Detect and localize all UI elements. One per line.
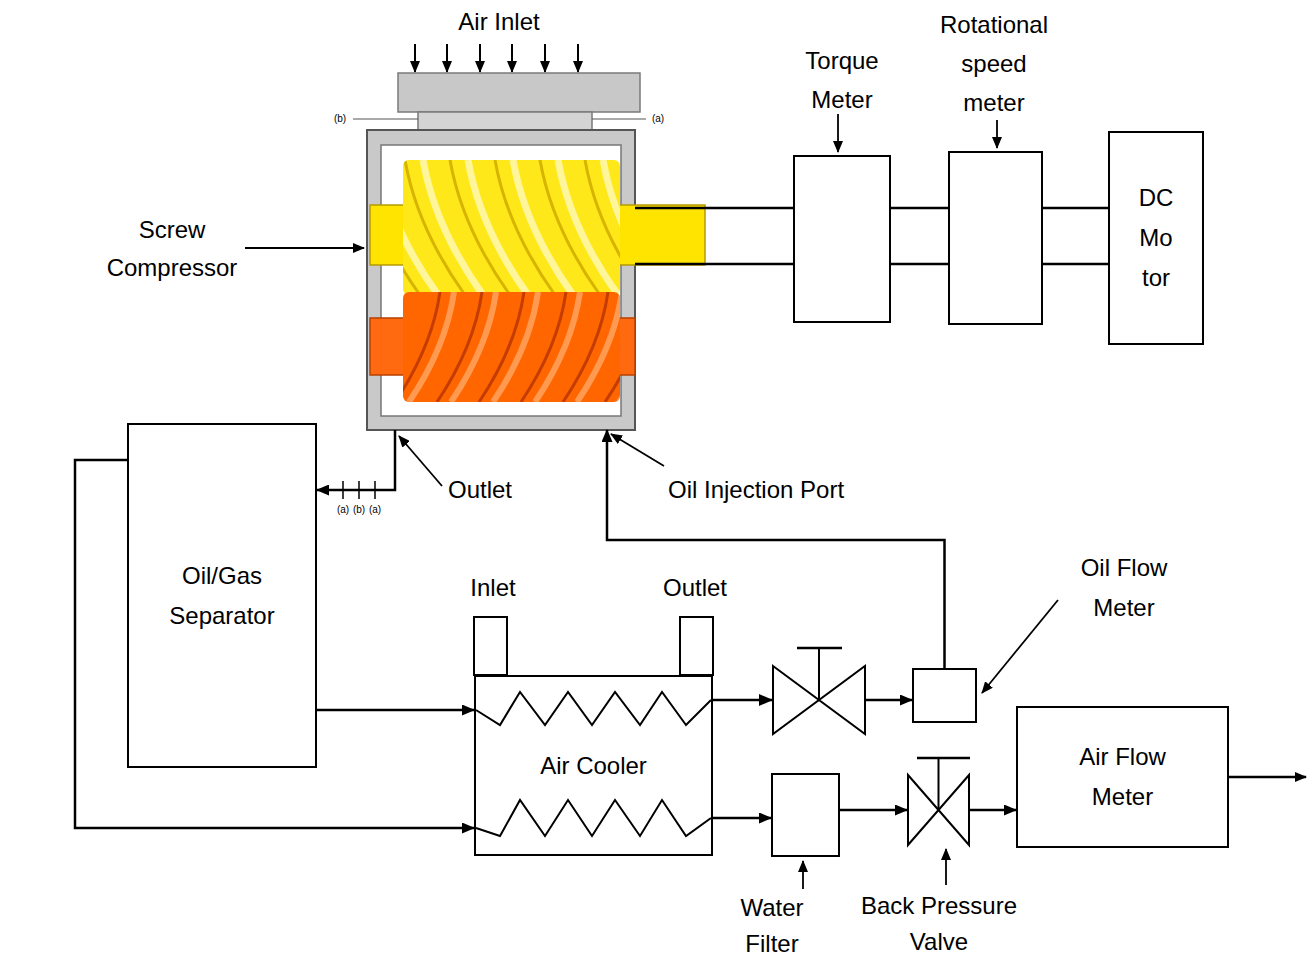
cooling-coil xyxy=(476,692,711,725)
cooler-port xyxy=(680,617,713,675)
port-label: Inlet xyxy=(443,570,543,606)
section-line xyxy=(353,119,418,120)
inlet-label: Air Inlet xyxy=(429,4,569,40)
connector-line xyxy=(317,430,395,490)
flow-line xyxy=(317,710,474,711)
meter-box: Torque Meter xyxy=(793,155,891,323)
connector-line xyxy=(713,817,771,820)
arrow-head xyxy=(759,694,773,706)
connector-line xyxy=(317,709,474,712)
connector-line xyxy=(635,263,793,266)
rotor-shaft xyxy=(612,205,705,265)
filter-box: Water Filter xyxy=(771,773,840,857)
box-label: DC Mo tor xyxy=(1139,178,1174,298)
leader-lines xyxy=(245,114,1058,889)
section-mark: (a) xyxy=(365,503,385,517)
flow-line xyxy=(840,810,907,811)
meter-box: Oil Flow Meter xyxy=(912,668,977,723)
housing-cavity xyxy=(381,145,621,416)
box-label: Air Cooler xyxy=(540,746,647,786)
connector-line xyxy=(1043,207,1108,210)
connector-line xyxy=(891,207,948,210)
valve-symbol xyxy=(907,757,970,845)
valve-handle xyxy=(797,647,842,650)
motor-box: DC Mo tor xyxy=(1108,131,1204,345)
compressor-node: Screw Compressor xyxy=(367,130,635,430)
cooler-box: Air Cooler xyxy=(474,675,713,856)
separator-box: Oil/Gas Separator xyxy=(127,423,317,768)
drive-shaft xyxy=(635,208,793,264)
inlet-neck xyxy=(418,112,592,130)
callout-label: Water Filter xyxy=(722,890,822,962)
flow-line xyxy=(317,430,395,490)
flow-line xyxy=(970,810,1016,811)
valve-stem xyxy=(938,758,940,810)
outflow-arrow xyxy=(1229,776,1306,779)
meter-box: Air Flow Meter xyxy=(1016,706,1229,848)
box-label: Oil/Gas Separator xyxy=(137,556,307,636)
section-mark: (b) xyxy=(349,503,369,517)
section-mark: (a) xyxy=(333,503,353,517)
drive-shaft xyxy=(891,208,948,264)
section-mark: (a) xyxy=(647,112,669,126)
callout-label: Screw Compressor xyxy=(87,211,257,287)
meter-box: Rotational speed meter xyxy=(948,151,1043,325)
callout-label: Torque Meter xyxy=(782,41,902,119)
inlet-arrows xyxy=(415,44,578,72)
box-label: Air Flow Meter xyxy=(1058,737,1188,817)
connector-line xyxy=(607,430,945,668)
valve-handle xyxy=(917,757,970,760)
connector-line xyxy=(970,809,1016,812)
cooling-coil xyxy=(476,800,711,836)
connector-line xyxy=(891,263,948,266)
connector-line xyxy=(635,207,793,210)
drive-shaft xyxy=(1043,208,1108,264)
port-label: Outlet xyxy=(448,471,558,509)
callout-label: Back Pressure Valve xyxy=(844,888,1034,960)
section-line xyxy=(592,119,646,120)
compressor-housing xyxy=(367,130,635,430)
flow-line xyxy=(607,430,945,668)
cooler-port xyxy=(474,617,507,675)
callout-label: Rotational speed meter xyxy=(934,5,1054,122)
valve-stem xyxy=(818,648,820,700)
port-label: Oil Injection Port xyxy=(668,471,918,509)
connector-line xyxy=(1043,263,1108,266)
connector-line xyxy=(840,809,907,812)
port-label: Outlet xyxy=(645,570,745,606)
section-mark: (b) xyxy=(329,112,351,126)
inlet-block xyxy=(398,73,640,112)
male-rotor xyxy=(403,160,620,295)
valve-node: Back Pressure Valve xyxy=(907,757,970,845)
flow-line xyxy=(713,818,771,819)
rotor-lobes xyxy=(403,160,620,295)
callout-label: Oil Flow Meter xyxy=(1054,548,1194,628)
rotor-lobes xyxy=(403,292,620,402)
